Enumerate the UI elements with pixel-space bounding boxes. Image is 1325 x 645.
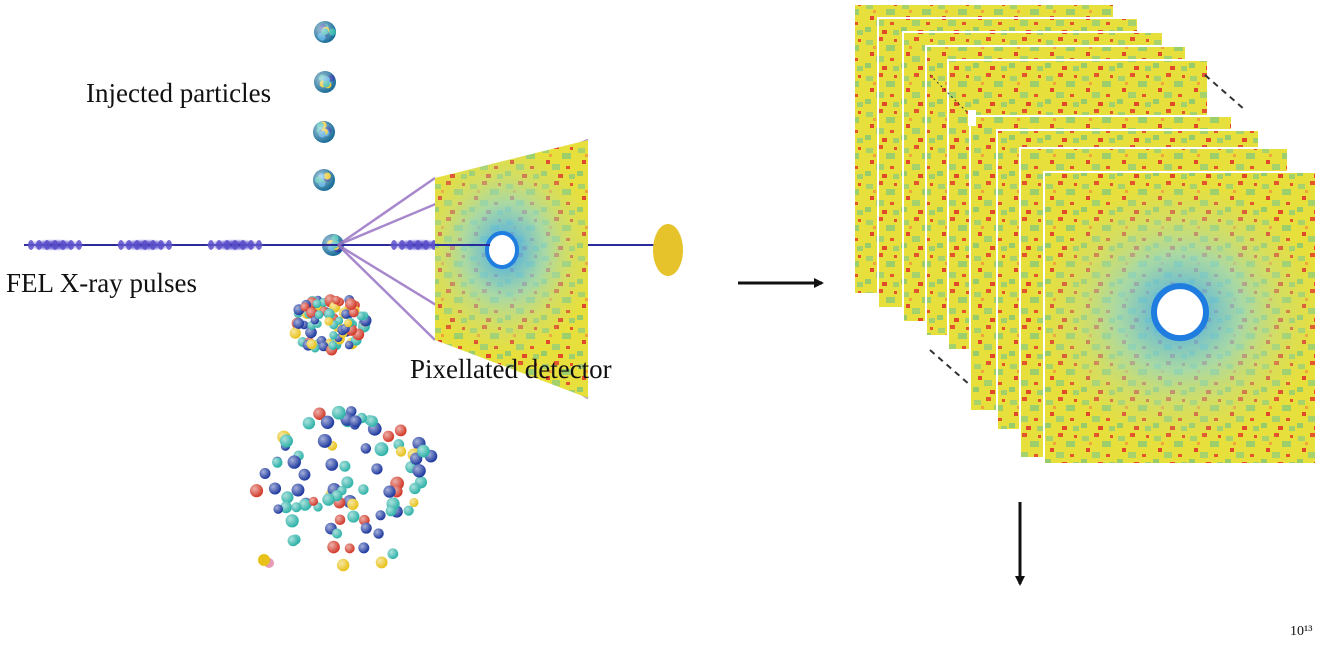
corner-exponent-label: 10¹³ xyxy=(1290,624,1313,639)
xray-pulse-icon xyxy=(115,239,175,251)
diffraction-frame-stack xyxy=(853,3,1320,465)
particle-stream xyxy=(313,21,344,256)
diffraction-frame xyxy=(1040,171,1320,465)
injected-particle-icon xyxy=(313,121,335,143)
xray-pulse-icon xyxy=(205,239,265,251)
injected-particle-icon xyxy=(314,21,336,43)
exploding-molecule-cloud xyxy=(289,294,372,356)
stack-perspective-lines-thin xyxy=(929,74,969,114)
pixellated-detector-label: Pixellated detector xyxy=(410,354,612,384)
beam-stop-icon xyxy=(653,224,683,276)
injected-particle-icon xyxy=(313,169,335,191)
exploded-atoms-cloud xyxy=(250,405,438,572)
injected-particle-icon xyxy=(314,71,336,93)
xray-pulse-icon xyxy=(25,239,85,251)
stack-perspective-lines xyxy=(929,74,1246,386)
detector-panel-icon xyxy=(435,140,588,398)
fel-pulses-label: FEL X-ray pulses xyxy=(6,268,197,298)
stack-gap-marker xyxy=(968,110,976,126)
injected-particles-label: Injected particles xyxy=(86,78,272,108)
